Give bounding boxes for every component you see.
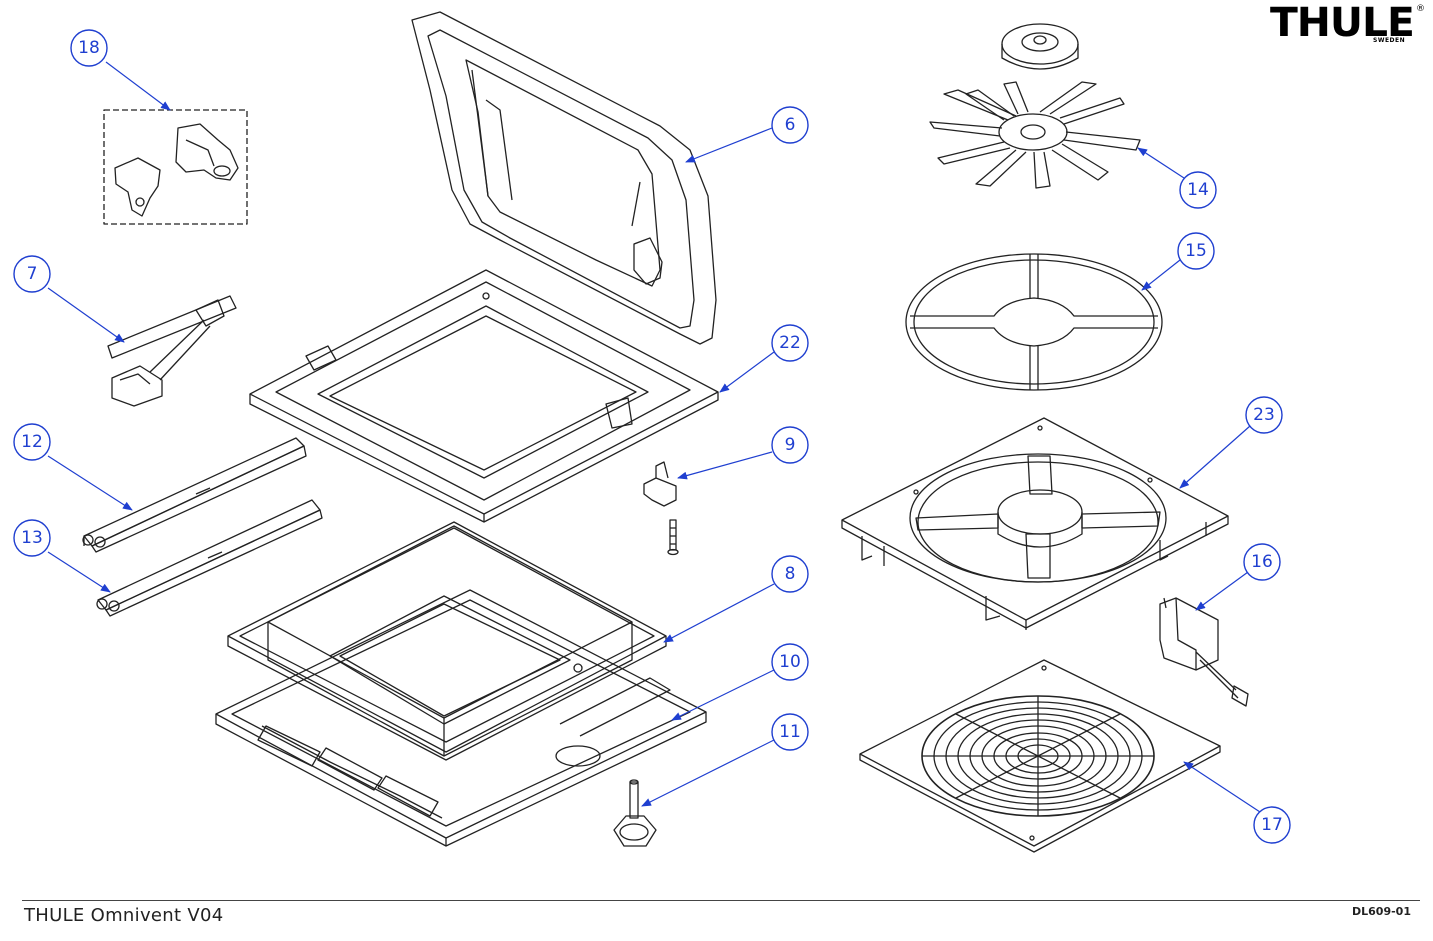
callout-16: 16 [1251, 552, 1273, 572]
part-6-lid [411, 11, 717, 345]
callout-12: 12 [21, 432, 43, 452]
part-7-crank-rod [107, 295, 237, 407]
callout-6: 6 [785, 115, 796, 135]
brand-sub: SWEDEN [1373, 37, 1406, 44]
part-17-grille-plate [859, 659, 1221, 853]
callout-7: 7 [27, 264, 38, 284]
part-18-clip-set [103, 109, 248, 225]
brand-logo: THULE SWEDEN ® [1270, 0, 1430, 50]
part-23-fan-housing [841, 417, 1229, 630]
callout-15: 15 [1185, 241, 1207, 261]
leader-lines [47, 61, 1261, 813]
callout-18: 18 [78, 38, 100, 58]
part-22-inner-frame [249, 269, 719, 523]
callout-11: 11 [779, 722, 801, 742]
part-12-rails [82, 437, 307, 553]
part-15-spider-ring [905, 253, 1163, 391]
part-16-switch [1159, 597, 1249, 707]
part-9-bracket [643, 461, 679, 556]
part-10-base-plate [215, 589, 707, 847]
footer-divider [22, 900, 1420, 901]
part-13-rails [96, 499, 323, 617]
registered-mark: ® [1416, 4, 1425, 14]
drawing-code: DL609-01 [1352, 905, 1411, 918]
callout-8: 8 [785, 564, 796, 584]
part-14-fan-and-motor [929, 23, 1141, 189]
footer-title: THULE Omnivent V04 [24, 905, 224, 926]
part-11-knob [613, 779, 657, 847]
callout-17: 17 [1261, 815, 1283, 835]
callout-labels: 18 7 12 13 6 22 9 8 10 11 14 15 23 16 17 [21, 38, 1283, 835]
brand-name: THULE [1270, 0, 1415, 46]
callout-9: 9 [785, 435, 796, 455]
callout-13: 13 [21, 528, 43, 548]
callout-23: 23 [1253, 405, 1275, 425]
callout-14: 14 [1187, 180, 1209, 200]
callout-circles [13, 29, 1291, 844]
callout-22: 22 [779, 333, 801, 353]
part-8-upper-frame [227, 521, 667, 761]
callout-10: 10 [779, 652, 801, 672]
